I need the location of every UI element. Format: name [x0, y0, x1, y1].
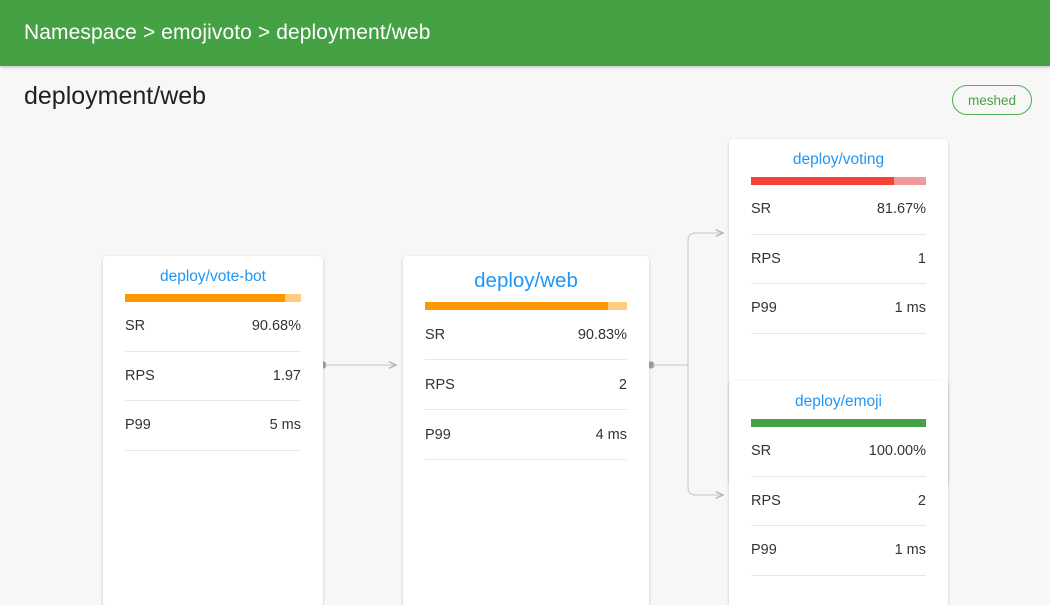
metric-label: P99 [751, 300, 777, 317]
metric-label: SR [425, 326, 446, 343]
node-metrics: SR 90.68% RPS 1.97 P99 5 ms [103, 302, 323, 451]
metric-row: SR 81.67% [751, 185, 926, 235]
node-title-link[interactable]: deploy/emoji [794, 393, 883, 410]
success-rate-bar [125, 294, 301, 302]
metric-label: P99 [125, 417, 151, 434]
edge-votebot-to-web [319, 361, 396, 368]
metric-row: P99 5 ms [125, 401, 301, 451]
edge-web-to-voting-and-emoji [647, 233, 723, 495]
metric-value: 1.97 [272, 367, 301, 384]
graph-node-vote-bot[interactable]: deploy/vote-bot SR 90.68% RPS 1.97 P99 5… [103, 256, 323, 605]
metric-value: 1 ms [894, 542, 926, 559]
metric-row: P99 1 ms [751, 526, 926, 576]
metric-label: SR [751, 443, 772, 460]
metric-label: RPS [751, 250, 781, 267]
metric-label: SR [751, 201, 772, 218]
metric-label: RPS [425, 376, 455, 393]
node-title-link[interactable]: deploy/voting [792, 151, 885, 168]
metric-label: P99 [751, 542, 777, 559]
metric-value: 4 ms [595, 426, 627, 443]
breadcrumb[interactable]: Namespace > emojivoto > deployment/web [24, 21, 431, 44]
metric-row: P99 4 ms [425, 410, 627, 460]
success-rate-bar [425, 302, 627, 310]
node-metrics: SR 100.00% RPS 2 P99 1 ms [729, 427, 948, 576]
metric-row: SR 90.68% [125, 302, 301, 352]
metric-row: RPS 2 [751, 477, 926, 526]
metric-label: SR [125, 318, 146, 335]
metric-label: P99 [425, 426, 451, 443]
graph-node-emoji[interactable]: deploy/emoji SR 100.00% RPS 2 P99 1 ms [729, 381, 948, 605]
metric-value: 81.67% [876, 201, 926, 218]
metric-row: RPS 1 [751, 235, 926, 284]
node-metrics: SR 81.67% RPS 1 P99 1 ms [729, 185, 948, 334]
metric-row: SR 100.00% [751, 427, 926, 477]
metric-label: RPS [751, 492, 781, 509]
metric-row: SR 90.83% [425, 310, 627, 360]
top-app-bar: Namespace > emojivoto > deployment/web [0, 0, 1050, 66]
success-rate-bar [751, 177, 926, 185]
page-title: deployment/web [24, 82, 207, 110]
success-rate-bar-fill [751, 419, 926, 427]
graph-node-web[interactable]: deploy/web SR 90.83% RPS 2 P99 4 ms [403, 256, 649, 605]
metric-value: 5 ms [269, 417, 301, 434]
metric-value: 100.00% [868, 443, 926, 460]
page-header: deployment/web meshed [0, 66, 1050, 128]
metric-row: P99 1 ms [751, 284, 926, 334]
metric-value: 90.83% [577, 326, 627, 343]
metric-row: RPS 1.97 [125, 352, 301, 401]
metric-label: RPS [125, 367, 155, 384]
metric-value: 2 [618, 376, 627, 393]
node-title-link[interactable]: deploy/web [474, 269, 578, 292]
metric-value: 1 [917, 250, 926, 267]
status-badge-meshed: meshed [951, 85, 1032, 115]
success-rate-bar-fill [425, 302, 609, 310]
metric-value: 2 [917, 492, 926, 509]
metric-value: 1 ms [894, 300, 926, 317]
success-rate-bar-fill [751, 177, 894, 185]
metric-row: RPS 2 [425, 360, 627, 410]
node-title-link[interactable]: deploy/vote-bot [160, 268, 266, 285]
success-rate-bar-fill [125, 294, 285, 302]
metric-value: 90.68% [251, 318, 301, 335]
node-metrics: SR 90.83% RPS 2 P99 4 ms [403, 310, 649, 460]
topology-graph-canvas: deploy/vote-bot SR 90.68% RPS 1.97 P99 5… [0, 128, 1050, 605]
success-rate-bar [751, 419, 926, 427]
